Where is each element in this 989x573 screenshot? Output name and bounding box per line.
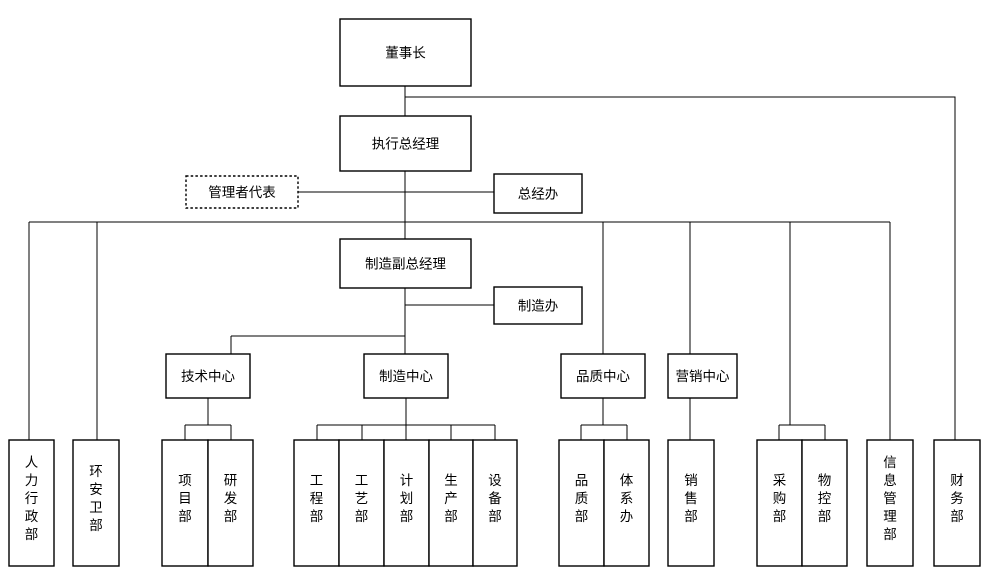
node-label: 物控部	[818, 473, 832, 525]
node-box[interactable]	[72, 439, 120, 567]
node-box[interactable]	[603, 439, 650, 567]
node-label: 采购部	[773, 473, 787, 525]
node-box[interactable]	[756, 439, 803, 567]
node-box[interactable]	[866, 439, 914, 567]
node-system-office[interactable]: 体系办	[603, 439, 650, 567]
node-box[interactable]	[161, 439, 209, 567]
node-box[interactable]	[338, 439, 385, 567]
node-label: 研发部	[224, 473, 238, 525]
node-label: 制造副总经理	[365, 257, 446, 273]
node-box[interactable]	[363, 353, 449, 399]
node-material-ctrl[interactable]: 物控部	[801, 439, 848, 567]
node-label: 工程部	[310, 473, 324, 525]
node-hr-admin[interactable]: 人力行政部	[8, 439, 55, 567]
node-gm-office[interactable]: 总经办	[493, 173, 583, 214]
node-label: 生产部	[444, 473, 458, 525]
node-engineering[interactable]: 工程部	[293, 439, 340, 567]
node-label: 营销中心	[676, 369, 730, 385]
node-purchasing[interactable]: 采购部	[756, 439, 803, 567]
node-box[interactable]	[428, 439, 474, 567]
node-label: 执行总经理	[372, 137, 440, 153]
node-label: 制造中心	[379, 369, 433, 385]
node-rnd[interactable]: 研发部	[207, 439, 254, 567]
node-box[interactable]	[560, 353, 646, 399]
chairman-to-finance-branch	[405, 96, 956, 440]
node-tech-center[interactable]: 技术中心	[165, 353, 251, 399]
node-mgmt-rep[interactable]: 管理者代表	[185, 175, 299, 209]
node-mfg-office[interactable]: 制造办	[493, 286, 583, 325]
node-equipment[interactable]: 设备部	[472, 439, 518, 567]
node-label: 品质中心	[576, 369, 630, 385]
node-label: 董事长	[385, 46, 426, 62]
node-label: 品质部	[575, 473, 589, 525]
node-label: 设备部	[488, 473, 502, 525]
node-mfg-vgm[interactable]: 制造副总经理	[339, 238, 472, 289]
node-ehs[interactable]: 环安卫部	[72, 439, 120, 567]
node-box[interactable]	[667, 439, 715, 567]
node-mfg-center[interactable]: 制造中心	[363, 353, 449, 399]
node-label: 计划部	[400, 473, 414, 525]
node-label: 环安卫部	[89, 464, 103, 534]
node-box[interactable]	[493, 173, 583, 214]
node-box[interactable]	[558, 439, 605, 567]
node-production[interactable]: 生产部	[428, 439, 474, 567]
node-box[interactable]	[339, 18, 472, 87]
node-label: 管理者代表	[208, 185, 276, 201]
node-marketing-center[interactable]: 营销中心	[667, 353, 738, 399]
node-project[interactable]: 项目部	[161, 439, 209, 567]
node-box[interactable]	[933, 439, 981, 567]
node-label: 工艺部	[355, 473, 369, 525]
node-planning[interactable]: 计划部	[383, 439, 430, 567]
node-box[interactable]	[185, 175, 299, 209]
node-label: 总经办	[518, 187, 559, 203]
connector-layer	[28, 86, 956, 440]
node-label: 人力行政部	[25, 455, 39, 543]
node-box[interactable]	[472, 439, 518, 567]
node-box[interactable]	[207, 439, 254, 567]
node-box[interactable]	[8, 439, 55, 567]
node-box[interactable]	[493, 286, 583, 325]
node-label: 销售部	[684, 473, 698, 525]
node-box[interactable]	[801, 439, 848, 567]
node-label: 体系办	[620, 473, 634, 525]
node-box[interactable]	[667, 353, 738, 399]
node-box[interactable]	[339, 238, 472, 289]
node-exec-gm[interactable]: 执行总经理	[339, 115, 472, 172]
node-info-mgmt[interactable]: 信息管理部	[866, 439, 914, 567]
node-label: 制造办	[518, 299, 559, 315]
node-process[interactable]: 工艺部	[338, 439, 385, 567]
node-finance[interactable]: 财务部	[933, 439, 981, 567]
node-label: 信息管理部	[883, 455, 897, 543]
node-chairman[interactable]: 董事长	[339, 18, 472, 87]
node-sales[interactable]: 销售部	[667, 439, 715, 567]
node-box[interactable]	[293, 439, 340, 567]
node-label: 项目部	[178, 473, 192, 525]
node-box[interactable]	[165, 353, 251, 399]
node-quality-center[interactable]: 品质中心	[560, 353, 646, 399]
node-label: 财务部	[950, 473, 964, 525]
node-box[interactable]	[339, 115, 472, 172]
node-quality-dept[interactable]: 品质部	[558, 439, 605, 567]
node-label: 技术中心	[181, 369, 235, 385]
